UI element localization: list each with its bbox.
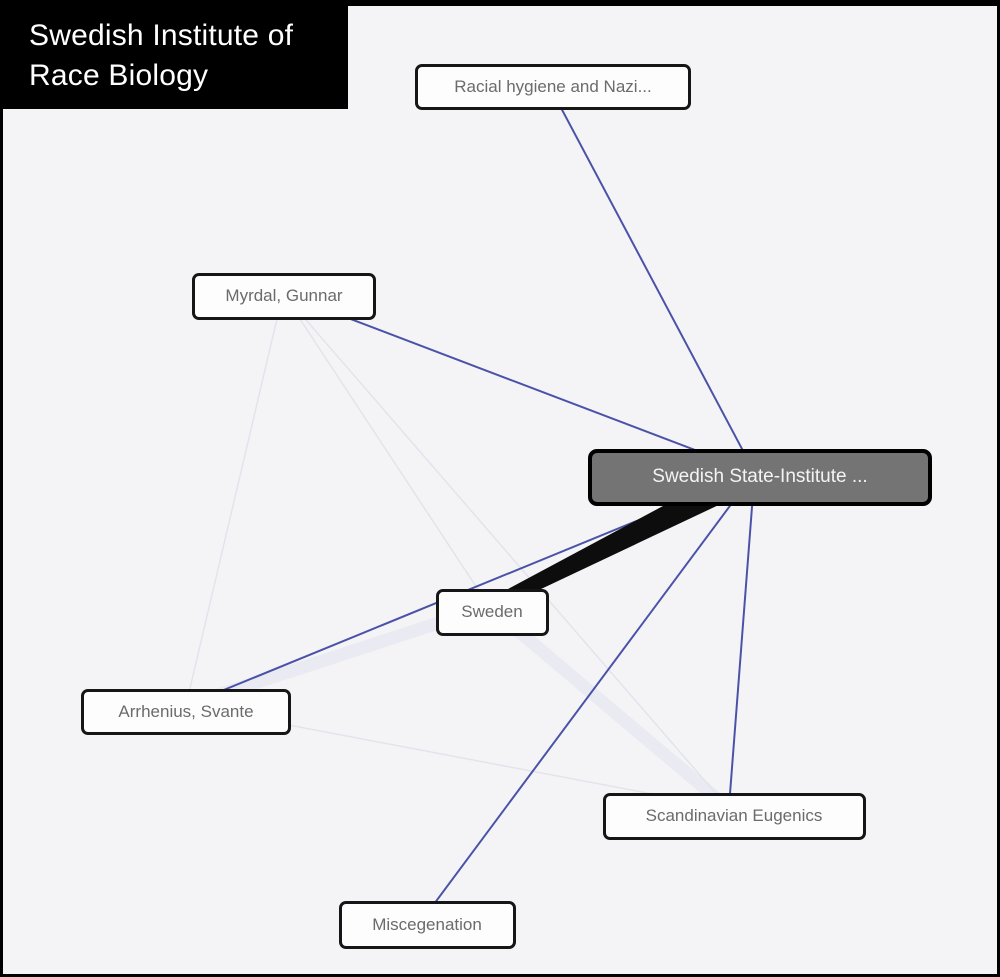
graph-node-scandinavian-eugenics[interactable]: Scandinavian Eugenics — [602, 792, 866, 840]
title-plate: Swedish Institute of Race Biology — [3, 6, 348, 109]
edge-sweden-scandinavian-eugenics — [484, 601, 734, 814]
graph-node-label: Racial hygiene and Nazi... — [454, 77, 652, 96]
title-line-1: Swedish Institute of — [29, 19, 294, 52]
graph-node-myrdal-gunnar[interactable]: Myrdal, Gunnar — [192, 272, 376, 320]
graph-node-label: Myrdal, Gunnar — [225, 286, 343, 305]
graph-node-label: Scandinavian Eugenics — [645, 806, 823, 825]
graph-node-miscegenation[interactable]: Miscegenation — [338, 901, 516, 949]
edge-myrdal-gunnar-scandinavian-eugenics — [282, 292, 730, 810]
edge-racial-hygiene-swedish-state-institute — [548, 85, 756, 474]
edge-swedish-state-institute-scandinavian-eugenics — [727, 472, 756, 809]
edge-myrdal-gunnar-sweden — [282, 292, 490, 607]
graph-node-label: Sweden — [461, 602, 523, 621]
title-line-2: Race Biology — [29, 58, 209, 92]
edge-myrdal-gunnar-swedish-state-institute — [282, 292, 755, 474]
graph-node-swedish-state-institute[interactable]: Swedish State-Institute ... — [588, 448, 932, 506]
graph-node-label: Arrhenius, Svante — [118, 702, 254, 721]
graph-node-racial-hygiene[interactable]: Racial hygiene and Nazi... — [415, 64, 691, 110]
graph-node-label: Swedish State-Institute ... — [652, 466, 868, 487]
graph-node-label: Miscegenation — [372, 915, 482, 934]
graph-node-arrhenius-svante[interactable]: Arrhenius, Svante — [81, 689, 291, 735]
edge-swedish-state-institute-miscegenation — [423, 472, 756, 918]
graph-node-sweden[interactable]: Sweden — [435, 588, 549, 636]
edge-myrdal-gunnar-arrhenius-svante — [185, 293, 284, 706]
